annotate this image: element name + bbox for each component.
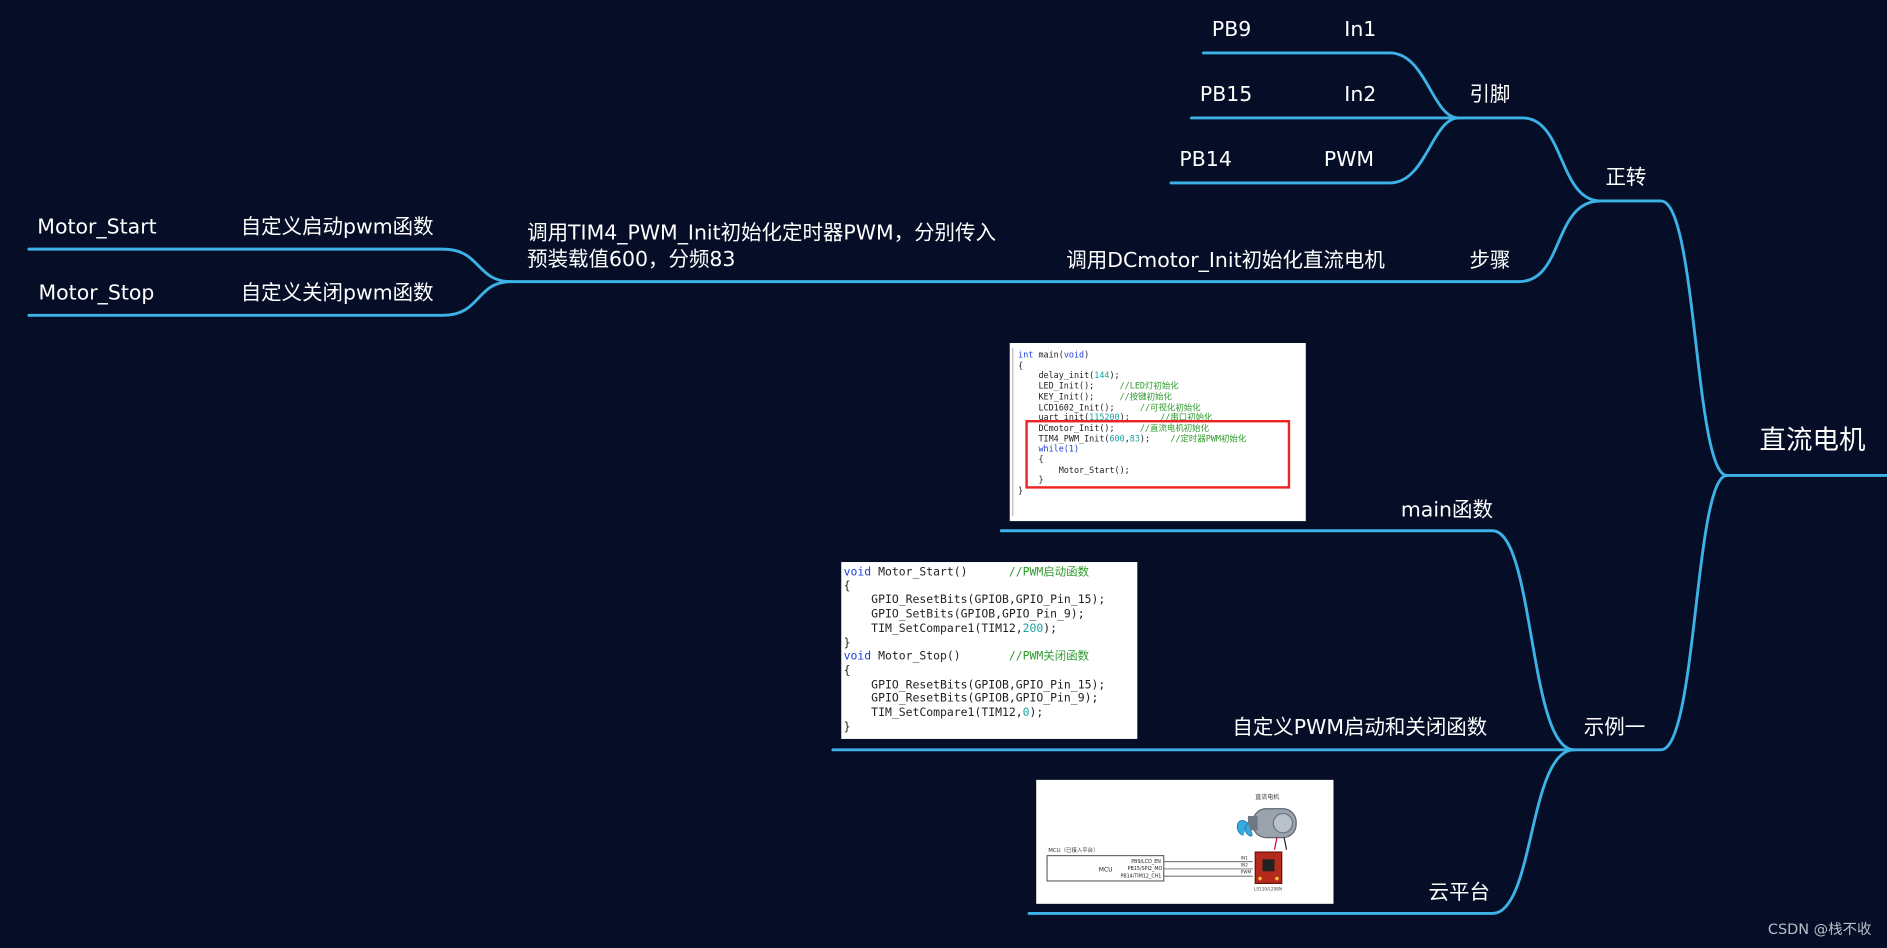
dc-motor-icon [1236,808,1297,850]
node-motor-stop[interactable]: Motor_Stop [38,281,155,306]
pin-pwm[interactable]: PWM [1323,148,1375,173]
highlight-box [1025,420,1291,489]
cloud-platform-image: 直流电机 MCU（已接入平台） MCU PB9/LCD_EN PB15/SPI2… [1036,779,1334,904]
link-example-cloud [1027,748,1576,915]
pin-in2[interactable]: In2 [1344,83,1377,108]
link-motor-stop [27,280,513,317]
wire-in2: IN2 [1241,863,1248,868]
main-code-image: int main(void){ delay_init(144); LED_Ini… [1009,342,1306,522]
cloud-wiring-diagram: 直流电机 MCU（已接入平台） MCU PB9/LCD_EN PB15/SPI2… [1046,793,1297,892]
pwm-functions-listing: void Motor_Start() //PWM启动函数{ GPIO_Reset… [843,565,1106,734]
pin-pb15[interactable]: PB15 [1199,83,1253,108]
link-pb14 [1169,116,1461,185]
motor-driver-board-icon [1254,851,1283,884]
pin-pb14[interactable]: PB14 [1179,148,1232,173]
motor-caption: 直流电机 [1255,793,1279,801]
csdn-watermark: CSDN @栈不收 [1767,920,1872,938]
node-motor-start-desc[interactable]: 自定义启动pwm函数 [240,215,434,240]
pin-pb9[interactable]: PB9 [1211,18,1252,43]
node-main-function[interactable]: main函数 [1400,498,1493,523]
node-motor-stop-desc[interactable]: 自定义关闭pwm函数 [240,281,434,306]
code-gutter [1012,347,1018,517]
driver-label: L9110/L298N [1254,887,1282,892]
link-forward-pins [1457,116,1603,203]
node-example[interactable]: 示例一 [1583,716,1646,741]
wire-in1: IN1 [1241,855,1248,860]
link-example-main [999,529,1576,752]
pwm-functions-code-image: void Motor_Start() //PWM启动函数{ GPIO_Reset… [841,562,1138,739]
mcu-header: MCU（已接入平台） [1048,846,1098,854]
link-root-example [1572,473,1729,752]
mcu-pin-2: PB15/SPI2_MO [1128,866,1163,872]
link-forward-steps [1448,199,1603,284]
main-code-listing: int main(void){ delay_init(144); LED_Ini… [1018,350,1247,497]
link-motor-start [27,247,513,284]
node-pins[interactable]: 引脚 [1469,83,1511,108]
node-motor-start[interactable]: Motor_Start [37,215,157,240]
signal-wires [1163,861,1253,877]
pin-in1[interactable]: In1 [1344,18,1377,43]
link-pb9 [1202,51,1461,120]
root-node[interactable]: 直流电机 [1759,426,1866,457]
node-custom-pwm[interactable]: 自定义PWM启动和关闭函数 [1232,716,1488,741]
node-forward[interactable]: 正转 [1605,166,1647,191]
node-steps[interactable]: 步骤 [1469,249,1511,274]
mcu-label: MCU [1099,866,1113,873]
mcu-block [1046,855,1165,882]
wire-pwm: PWM [1241,870,1252,875]
node-tim4-pwm-init[interactable]: 调用TIM4_PWM_Init初始化定时器PWM，分别传入预装载值600，分频8… [527,221,996,272]
mcu-pin-1: PB9/LCD_EN [1131,859,1161,865]
node-dcmotor-init[interactable]: 调用DCmotor_Init初始化直流电机 [1066,249,1385,274]
link-root-forward [1599,199,1887,477]
mcu-pin-3: PB14/TIM12_CH1 [1120,873,1161,879]
node-cloud-platform[interactable]: 云平台 [1428,880,1490,906]
